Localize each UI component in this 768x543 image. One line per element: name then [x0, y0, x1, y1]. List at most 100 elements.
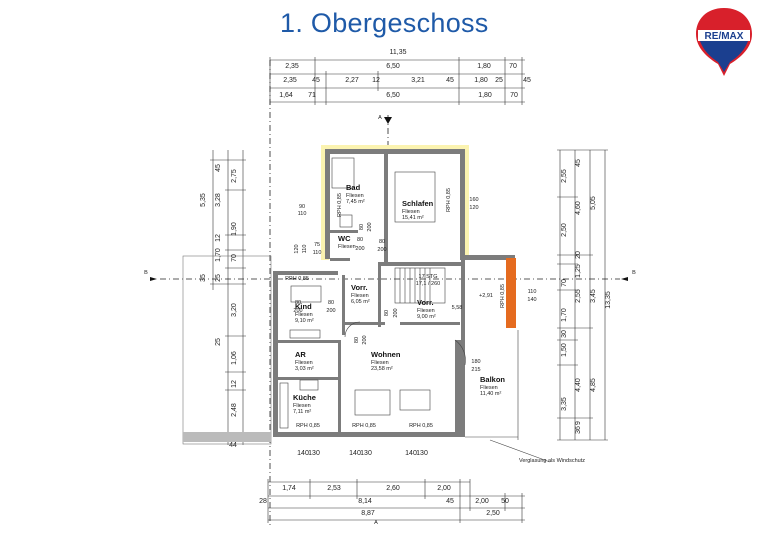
annotation-label: 110 [528, 289, 537, 295]
room-name: Schlafen [402, 199, 434, 208]
annotation-label: 200 [362, 335, 368, 344]
dimension-label: 13,35 [605, 291, 612, 309]
annotation-label: RPH 0,85 [500, 284, 506, 308]
dimension-label: 25 [215, 274, 222, 282]
kitchen-counter [279, 382, 289, 429]
dimension-label: 2,27 [345, 77, 359, 84]
dimension-label: 36 [575, 426, 582, 434]
annotation-label: 120 [469, 205, 478, 211]
room-detail: 7,45 m² [346, 199, 365, 205]
annotation-label: 200 [393, 308, 399, 317]
dimension-label: 1,70 [215, 248, 222, 262]
room-detail: Fliesen [293, 403, 311, 409]
exterior-walls [273, 145, 516, 437]
annotation-label: +2,91 [479, 293, 493, 299]
dimension-label: 1,70 [561, 308, 568, 322]
annotation-label: 5,58 [452, 305, 463, 311]
dimension-label: 71 [308, 92, 316, 99]
dimension-label: 5,05 [590, 196, 597, 210]
annotation-label: RPH 0,85 [409, 423, 433, 429]
dimension-label: 1,06 [231, 351, 238, 365]
dimension-label: 1,80 [478, 92, 492, 99]
room-detail: Fliesen [346, 193, 364, 199]
annotation-label: 80 [357, 237, 363, 243]
dimension-label: 28 [259, 498, 267, 505]
room-detail: Fliesen [351, 293, 369, 299]
dimension-label: 3,45 [590, 289, 597, 303]
dimension-label: 30 [561, 330, 568, 338]
dimension-label: 70 [231, 254, 238, 262]
annotation-label: 80 [384, 310, 390, 316]
dimension-label: 4,85 [590, 378, 597, 392]
room-detail: Fliesen [371, 360, 389, 366]
annotation-label: 200 [326, 308, 335, 314]
section-lines [160, 60, 620, 525]
dimension-label: 1,25 [575, 264, 582, 278]
dimension-label: 4,60 [575, 201, 582, 215]
annotation-label: 180 [471, 359, 480, 365]
sofa [354, 389, 391, 416]
annotation-label: 200 [367, 222, 373, 231]
room-name: Bad [346, 183, 361, 192]
annotation-label: B [632, 270, 636, 276]
dimension-label: 20 [575, 251, 582, 259]
dimension-label: 45 [215, 164, 222, 172]
room-detail: Fliesen [417, 308, 435, 314]
desk [289, 329, 321, 339]
annotation-label: 110 [313, 250, 322, 256]
section-b-marker-right [621, 277, 628, 281]
sink [339, 214, 353, 228]
dimension-label: 6,50 [386, 92, 400, 99]
dimension-label: 70 [510, 92, 518, 99]
room-detail: 7,11 m² [293, 409, 311, 415]
annotation-label: 140 [527, 297, 536, 303]
annotation-label: RPH 0,85 [285, 276, 309, 282]
dimension-label: 140 [297, 450, 309, 457]
dimension-label: 2,53 [327, 485, 341, 492]
section-a-marker-top [384, 117, 392, 124]
dimension-label: 25 [215, 338, 222, 346]
dimension-label: 3,21 [411, 77, 425, 84]
dimension-label: 9 [575, 421, 582, 425]
furniture [279, 157, 466, 429]
dimension-label: 45 [523, 77, 531, 84]
room-detail: 6,05 m² [351, 299, 370, 305]
balcony-railing [465, 330, 551, 463]
dimension-label: 2,00 [475, 498, 489, 505]
room-detail: 9,10 m² [295, 318, 314, 324]
room-detail: 3,03 m² [295, 366, 314, 372]
annotation-label: 80 [354, 337, 360, 343]
annotation-label: RPH 0,85 [446, 188, 452, 212]
room-name: Vorr. [351, 283, 368, 292]
dimension-label: 1,90 [231, 222, 238, 236]
dimension-label: 12 [231, 380, 238, 388]
dimension-label: 44 [229, 442, 237, 449]
remax-logo: RE/MAX [694, 6, 754, 78]
room-name: WC [338, 234, 351, 243]
dimension-label: 12 [372, 77, 380, 84]
annotation-label: B [144, 270, 148, 276]
dimension-label: 2,60 [386, 485, 400, 492]
annotation-label: RPH 0,85 [296, 423, 320, 429]
dimension-label: 12 [215, 234, 222, 242]
room-detail: Fliesen [338, 244, 356, 250]
bathtub [331, 157, 355, 189]
interior-walls [278, 153, 463, 435]
dimension-label: 2,55 [561, 169, 568, 183]
room-name: Balkon [480, 375, 505, 384]
annotation-label: 90 [299, 204, 305, 210]
room-detail: Fliesen [480, 385, 498, 391]
dimension-label: 2,48 [231, 403, 238, 417]
annotation-label: 17,1 / 260 [416, 281, 440, 287]
room-name: Wohnen [371, 350, 401, 359]
annotation-label: 75 [314, 242, 320, 248]
annotation-label: 110 [298, 211, 307, 217]
